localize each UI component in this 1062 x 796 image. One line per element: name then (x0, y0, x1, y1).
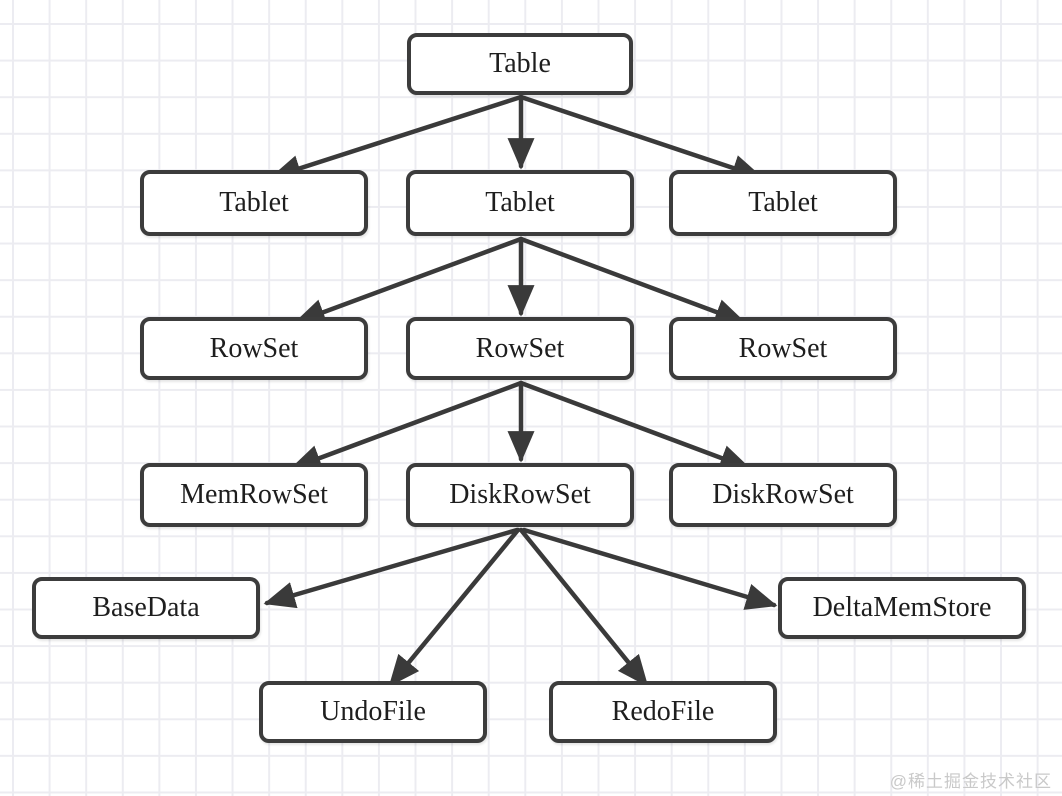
edge-rowset-middle-diskrowset-right (518, 380, 752, 471)
edge-rowset-middle-memrowset (289, 380, 524, 471)
node-diskrowset-right: DiskRowSet (669, 463, 897, 527)
edge-table-tablet-left (269, 94, 524, 182)
node-rowset-left: RowSet (140, 317, 368, 380)
edge-tablet-middle-rowset-right (518, 236, 747, 325)
watermark: @稀土掘金技术社区 (889, 772, 1052, 791)
edge-diskrowset-middle-deltamemstore (521, 527, 778, 610)
node-redofile: RedoFile (549, 681, 777, 743)
node-tablet-right: Tablet (669, 170, 897, 236)
node-rowset-right: RowSet (669, 317, 897, 380)
node-basedata: BaseData (32, 577, 260, 639)
node-undofile: UndoFile (259, 681, 487, 743)
node-diskrowset-middle: DiskRowSet (406, 463, 634, 527)
edge-tablet-middle-rowset-left (293, 236, 524, 325)
edge-diskrowset-middle-redofile (518, 527, 649, 687)
node-rowset-middle: RowSet (406, 317, 634, 380)
edge-diskrowset-middle-basedata (263, 527, 520, 609)
node-table: Table (407, 33, 633, 95)
edge-diskrowset-middle-undofile (388, 527, 521, 687)
node-tablet-middle: Tablet (406, 170, 634, 236)
node-tablet-left: Tablet (140, 170, 368, 236)
node-deltamemstore: DeltaMemStore (778, 577, 1026, 639)
edge-table-tablet-right (518, 94, 764, 181)
node-memrowset: MemRowSet (140, 463, 368, 527)
